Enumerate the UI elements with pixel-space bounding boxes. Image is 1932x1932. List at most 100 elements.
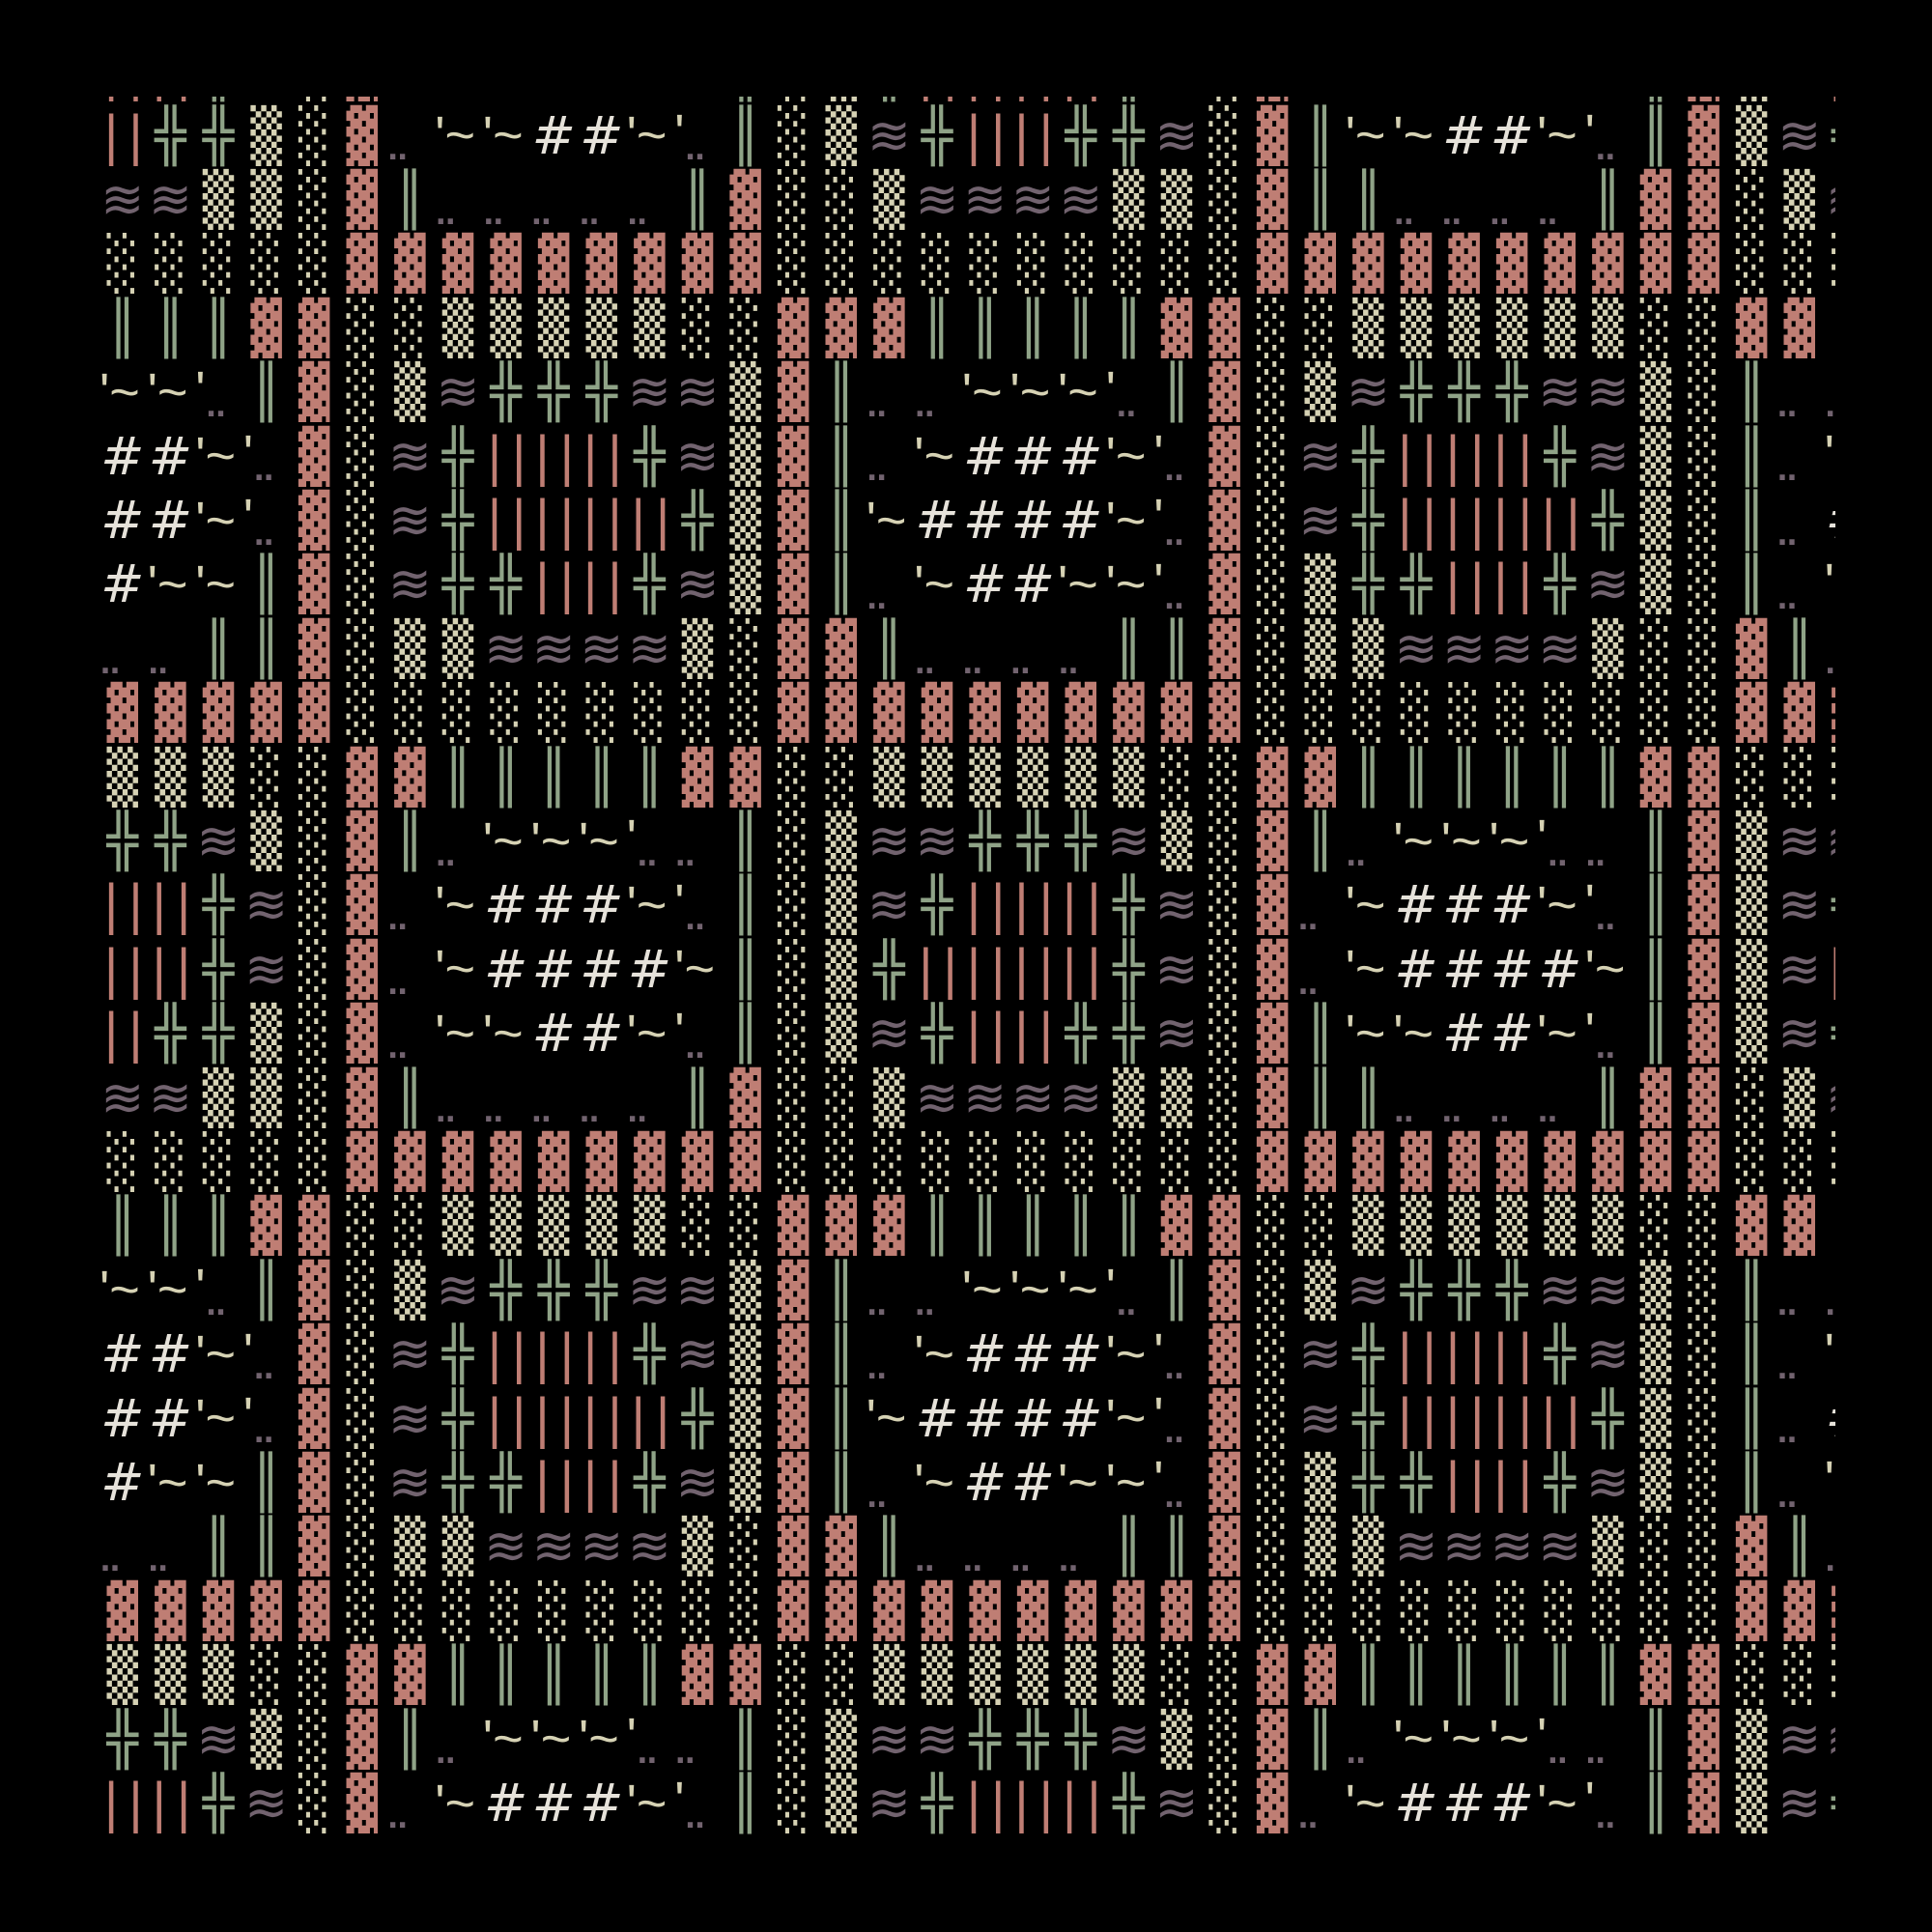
green-double-bar-glyph-text: ║ bbox=[394, 1708, 426, 1770]
hash-glyph-text: # bbox=[1538, 97, 1581, 101]
sparse-dot-shade-glyph: ░ bbox=[1201, 1771, 1249, 1834]
sparse-dot-shade-glyph-text: ░ bbox=[298, 1644, 330, 1706]
pink-block-glyph-text: ▓ bbox=[1688, 104, 1719, 166]
pink-bar-pair-glyph: | | bbox=[1440, 1450, 1489, 1514]
pink-bar-pair-glyph-text: | | bbox=[485, 1323, 528, 1385]
green-double-bar-glyph: ║ bbox=[578, 745, 626, 809]
green-double-bar-glyph-text: ║ bbox=[825, 1387, 858, 1449]
dense-dot-shade-glyph: ▒ bbox=[626, 296, 674, 359]
pink-block-glyph: ▓ bbox=[1201, 681, 1249, 745]
tick-tilde-glyph: '~ bbox=[1584, 937, 1633, 1001]
mauve-wave-glyph: ≋ bbox=[1824, 167, 1835, 231]
pink-bar-pair-glyph: | | bbox=[578, 488, 626, 552]
mauve-dots-glyph: ‥ bbox=[434, 167, 482, 232]
mauve-wave-glyph: ≋ bbox=[147, 167, 195, 231]
pink-block-glyph-text: ▓ bbox=[1208, 1259, 1240, 1321]
green-double-bar-glyph-text: ║ bbox=[1495, 746, 1528, 808]
tick-tilde-glyph-text: '~ bbox=[482, 1004, 524, 1063]
sparse-dot-shade-glyph: ░ bbox=[817, 1065, 866, 1129]
tick-tilde-glyph-text: '~ bbox=[1537, 1004, 1577, 1063]
hash-glyph: # bbox=[147, 1386, 195, 1450]
dense-dot-shade-glyph-text: ▒ bbox=[250, 1003, 282, 1065]
sparse-dot-shade-glyph: ░ bbox=[1536, 1578, 1584, 1642]
green-double-bar-glyph-text: ║ bbox=[825, 554, 858, 615]
tick-tilde-glyph: '~ bbox=[913, 553, 961, 616]
hash-glyph-text: # bbox=[962, 1452, 1008, 1514]
sparse-dot-shade-glyph-text: ░ bbox=[298, 874, 330, 936]
sparse-dot-shade-glyph: ░ bbox=[1152, 1643, 1201, 1707]
sparse-dot-shade-glyph: ░ bbox=[673, 681, 722, 745]
green-double-bar-glyph-text: ║ bbox=[825, 425, 858, 487]
pink-block-glyph: ▓ bbox=[1296, 1129, 1345, 1193]
pink-bar-pair-glyph-text: | | bbox=[533, 1452, 576, 1514]
sparse-dot-shade-glyph-text: ░ bbox=[298, 233, 330, 295]
sparse-dot-shade-glyph: ░ bbox=[1680, 360, 1728, 424]
sparse-dot-shade-glyph: ░ bbox=[1632, 296, 1680, 359]
dense-dot-shade-glyph-text: ▒ bbox=[1639, 490, 1672, 552]
hash-glyph: # bbox=[1009, 553, 1057, 616]
mauve-wave-glyph: ≋ bbox=[529, 616, 578, 680]
tick-tilde-glyph: '~ bbox=[434, 937, 482, 1001]
mauve-wave-glyph-text: ≋ bbox=[867, 104, 912, 166]
pink-block-glyph-text: ▓ bbox=[298, 297, 330, 358]
mauve-wave-glyph: ≋ bbox=[1776, 97, 1824, 103]
mauve-wave-glyph: ≋ bbox=[1488, 1515, 1536, 1578]
mauve-dots-glyph: ‥ bbox=[386, 103, 435, 167]
dense-dot-shade-glyph-text: ▒ bbox=[441, 1195, 474, 1257]
pink-block-glyph-text: ▓ bbox=[1688, 746, 1719, 808]
sparse-dot-shade-glyph: ░ bbox=[1248, 553, 1296, 616]
sparse-dot-shade-glyph-text: ░ bbox=[1113, 233, 1145, 295]
green-double-bar-glyph: ║ bbox=[194, 296, 242, 359]
tick-tilde-glyph: '~ bbox=[1536, 1002, 1584, 1065]
sparse-dot-shade-glyph: ░ bbox=[1392, 681, 1440, 745]
mauve-dots-glyph-text: ‥ bbox=[1585, 1737, 1605, 1772]
pink-block-glyph: ▓ bbox=[1584, 1129, 1633, 1193]
tick-dots-glyph: '‥ bbox=[242, 488, 291, 552]
mauve-wave-glyph-text: ≋ bbox=[1777, 1773, 1822, 1834]
sparse-dot-shade-glyph-text: ░ bbox=[1208, 938, 1240, 1000]
dense-dot-shade-glyph-text: ▒ bbox=[1495, 297, 1528, 358]
tick-tilde-glyph: '~ bbox=[99, 360, 147, 424]
sparse-dot-shade-glyph: ░ bbox=[961, 1129, 1009, 1193]
pink-block-glyph-text: ▓ bbox=[1688, 810, 1719, 872]
hash-glyph-text: # bbox=[962, 1387, 1008, 1449]
pink-block-glyph-text: ▓ bbox=[298, 490, 330, 552]
pink-bar-pair-glyph-text: | | bbox=[1828, 97, 1835, 101]
sparse-dot-shade-glyph-text: ░ bbox=[1256, 1323, 1289, 1385]
green-double-bar-glyph: ║ bbox=[1440, 745, 1489, 809]
dot-pair: ‥ bbox=[685, 903, 705, 938]
mauve-wave-glyph: ≋ bbox=[866, 1002, 914, 1065]
tick-tilde-glyph-text: '~ bbox=[195, 554, 237, 613]
green-cross-glyph: ╬ bbox=[1105, 103, 1153, 167]
dense-dot-shade-glyph-text: ▒ bbox=[873, 746, 905, 808]
tick-mark: ' bbox=[674, 873, 685, 932]
pink-block-glyph: ▓ bbox=[338, 809, 386, 872]
pink-block-glyph: ▓ bbox=[1584, 232, 1633, 296]
pink-block-glyph-text: ▓ bbox=[681, 1644, 714, 1706]
dense-dot-shade-glyph-text: ▒ bbox=[1592, 1516, 1624, 1577]
sparse-dot-shade-glyph-text: ░ bbox=[202, 1131, 235, 1193]
dense-dot-shade-glyph-text: ▒ bbox=[1065, 746, 1097, 808]
sparse-dot-shade-glyph-text: ░ bbox=[777, 1003, 810, 1065]
tick-mark: ' bbox=[242, 1387, 254, 1445]
pink-block-glyph-text: ▓ bbox=[346, 938, 379, 1000]
hash-glyph-text: # bbox=[1394, 97, 1437, 101]
mauve-wave-glyph: ≋ bbox=[529, 1515, 578, 1578]
hash-glyph: # bbox=[578, 937, 626, 1001]
hash-glyph-text: # bbox=[100, 1387, 145, 1449]
tick-tilde-glyph: '~ bbox=[1009, 1258, 1057, 1321]
tick-glyph-text: ' bbox=[1824, 1322, 1834, 1381]
mauve-dots-glyph-text: ‥ bbox=[867, 1480, 887, 1515]
mauve-dots-glyph: ‥ bbox=[913, 1258, 961, 1322]
pink-block-glyph-text: ▓ bbox=[298, 425, 330, 487]
mauve-wave-glyph-text: ≋ bbox=[1154, 97, 1198, 101]
tick-tilde-glyph-text: '~ bbox=[961, 1261, 1003, 1320]
green-double-bar-glyph: ║ bbox=[242, 1258, 291, 1321]
pink-bar-pair-glyph: | | bbox=[1057, 1771, 1105, 1834]
dense-dot-shade-glyph-text: ▒ bbox=[1400, 297, 1433, 358]
pink-block-glyph-text: ▓ bbox=[1783, 682, 1816, 744]
mauve-wave-glyph: ≋ bbox=[1440, 1515, 1489, 1578]
hash-glyph-text: # bbox=[1059, 1323, 1103, 1385]
pink-block-glyph: ▓ bbox=[529, 232, 578, 296]
mauve-wave-glyph-text: ≋ bbox=[1298, 425, 1343, 487]
